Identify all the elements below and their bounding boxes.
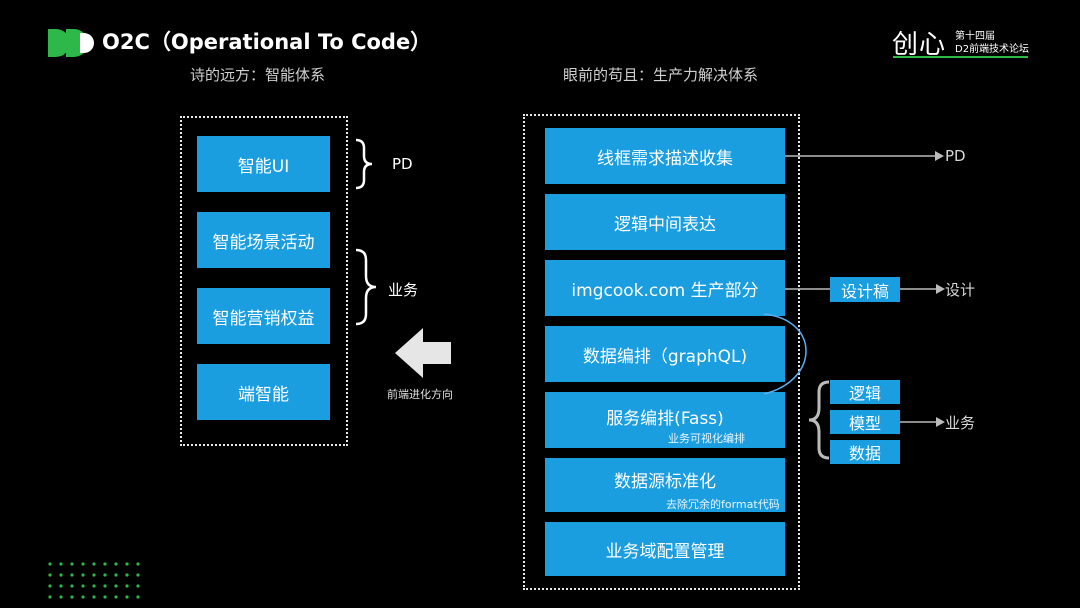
decorative-dot [48,595,52,599]
decorative-dot [81,562,85,566]
decorative-dot [103,573,107,577]
decorative-dot [114,584,118,588]
right-caption: 眼前的苟且：生产力解决体系 [563,66,759,84]
note-remove-format: 去除冗余的format代码 [666,498,780,511]
box-imgcook: imgcook.com 生产部分 [545,260,785,316]
decorative-dot [70,595,74,599]
brace-pd-icon [355,138,373,190]
decorative-dot [136,584,140,588]
datasource-standard-label: 数据源标准化 [614,471,716,492]
decorative-dot [103,595,107,599]
box-domain-config: 业务域配置管理 [545,522,785,576]
decorative-dot [48,562,52,566]
right-container [523,114,800,590]
left-label-business: 业务 [388,281,419,299]
decorative-dot [92,595,96,599]
box-service-data: 数据 [830,440,900,464]
decorative-dot [59,584,63,588]
decorative-dot [125,584,129,588]
left-container [180,116,348,446]
arrow-to-design-icon [900,284,945,294]
arrow-to-design-box-icon [785,288,831,290]
decorative-dot [136,562,140,566]
box-smart-marketing: 智能营销权益 [197,288,330,344]
arrow-caption: 前端进化方向 [387,388,453,401]
decorative-dot [114,573,118,577]
curve-connector [763,313,807,395]
left-label-pd: PD [392,155,413,173]
brand-underline [893,56,1028,58]
box-smart-scene: 智能场景活动 [197,212,330,268]
box-design-draft: 设计稿 [830,277,900,302]
decorative-dot [48,584,52,588]
decorative-dot [48,573,52,577]
evolution-arrow-icon [395,328,451,378]
decorative-dot [92,584,96,588]
decorative-dot-grid [48,562,140,599]
arrow-to-pd-icon [785,151,944,161]
decorative-dot [59,573,63,577]
decorative-dot [70,573,74,577]
decorative-dot [103,562,107,566]
decorative-dot [81,595,85,599]
decorative-dot [114,595,118,599]
service-orchestration-label: 服务编排(Fass) [606,408,724,429]
brand-logo-text: 创心 [892,30,947,60]
box-smart-ui: 智能UI [197,136,330,192]
decorative-dot [103,584,107,588]
decorative-dot [92,573,96,577]
decorative-dot [114,562,118,566]
left-caption: 诗的远方：智能体系 [190,66,326,84]
note-visual-orchestration: 业务可视化编排 [668,432,745,445]
decorative-dot [125,562,129,566]
box-service-logic: 逻辑 [830,380,900,404]
output-design: 设计 [945,281,976,299]
d2-logo-icon [48,29,94,57]
output-pd: PD [945,147,966,165]
arrow-to-business-icon [900,417,945,427]
decorative-dot [125,595,129,599]
output-business: 业务 [945,414,976,432]
decorative-dot [59,562,63,566]
brand-edition: 第十四届 [955,31,995,42]
box-logic-intermediate: 逻辑中间表达 [545,194,785,250]
decorative-dot [81,584,85,588]
decorative-dot [136,595,140,599]
decorative-dot [59,595,63,599]
decorative-dot [125,573,129,577]
box-service-model: 模型 [830,410,900,434]
decorative-dot [70,562,74,566]
decorative-dot [92,562,96,566]
box-data-orchestration: 数据编排（graphQL) [545,326,785,382]
decorative-dot [136,573,140,577]
brace-business-icon [355,248,377,326]
box-requirement-collection: 线框需求描述收集 [545,128,785,184]
page-title: O2C（Operational To Code） [102,30,432,54]
box-datasource-standard: 数据源标准化 [545,458,785,512]
brand-forum-name: D2前端技术论坛 [955,44,1030,55]
box-edge-ai: 端智能 [197,364,330,420]
box-service-orchestration: 服务编排(Fass) [545,392,785,448]
decorative-dot [70,584,74,588]
decorative-dot [81,573,85,577]
brace-service-icon [808,380,830,460]
